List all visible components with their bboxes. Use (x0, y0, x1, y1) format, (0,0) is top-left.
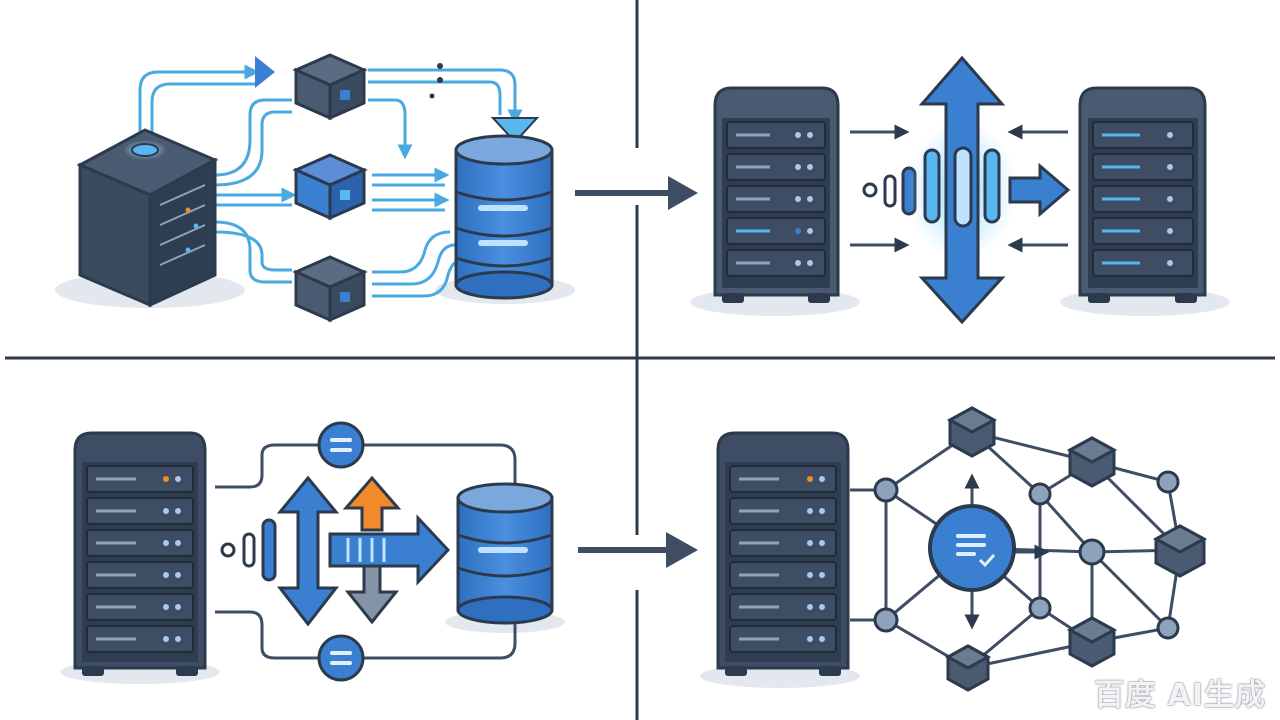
panel-bottom-left (60, 421, 698, 684)
cube-node-2 (292, 153, 368, 221)
cube-node-network (944, 406, 1208, 692)
vertical-double-arrow (907, 55, 1017, 325)
cube-node-3 (292, 255, 368, 323)
database-cylinder-2 (456, 482, 554, 625)
watermark-text: 百度 AI生成 (1094, 678, 1266, 713)
equals-node-bottom (317, 634, 365, 682)
flow-arrowhead (255, 56, 275, 88)
panel-bottom-right (700, 406, 1208, 692)
up-arrow-orange (342, 475, 402, 532)
network-hub (928, 504, 1016, 592)
panel-top-left (55, 53, 698, 323)
horizontal-striped-arrow (328, 514, 451, 586)
cube-node-1 (292, 53, 368, 121)
vertical-double-arrow-blue (276, 475, 340, 627)
database-cylinder-1 (454, 134, 554, 300)
flow-lines (138, 64, 523, 298)
panel-top-right (690, 55, 1230, 325)
connector-lines (215, 443, 517, 660)
network-nodes (873, 470, 1180, 640)
rack-server-left (713, 86, 840, 303)
server-isometric (76, 128, 219, 308)
sync-arrows (850, 124, 1068, 253)
rack-server-bottom-right (716, 431, 850, 676)
flow-arrowhead (490, 117, 540, 144)
equals-node-top (317, 421, 365, 469)
grid-dividers (5, 0, 1275, 720)
rack-server-right (1078, 86, 1207, 303)
rack-server-bottom-left (73, 431, 207, 676)
right-arrow (1008, 162, 1071, 218)
